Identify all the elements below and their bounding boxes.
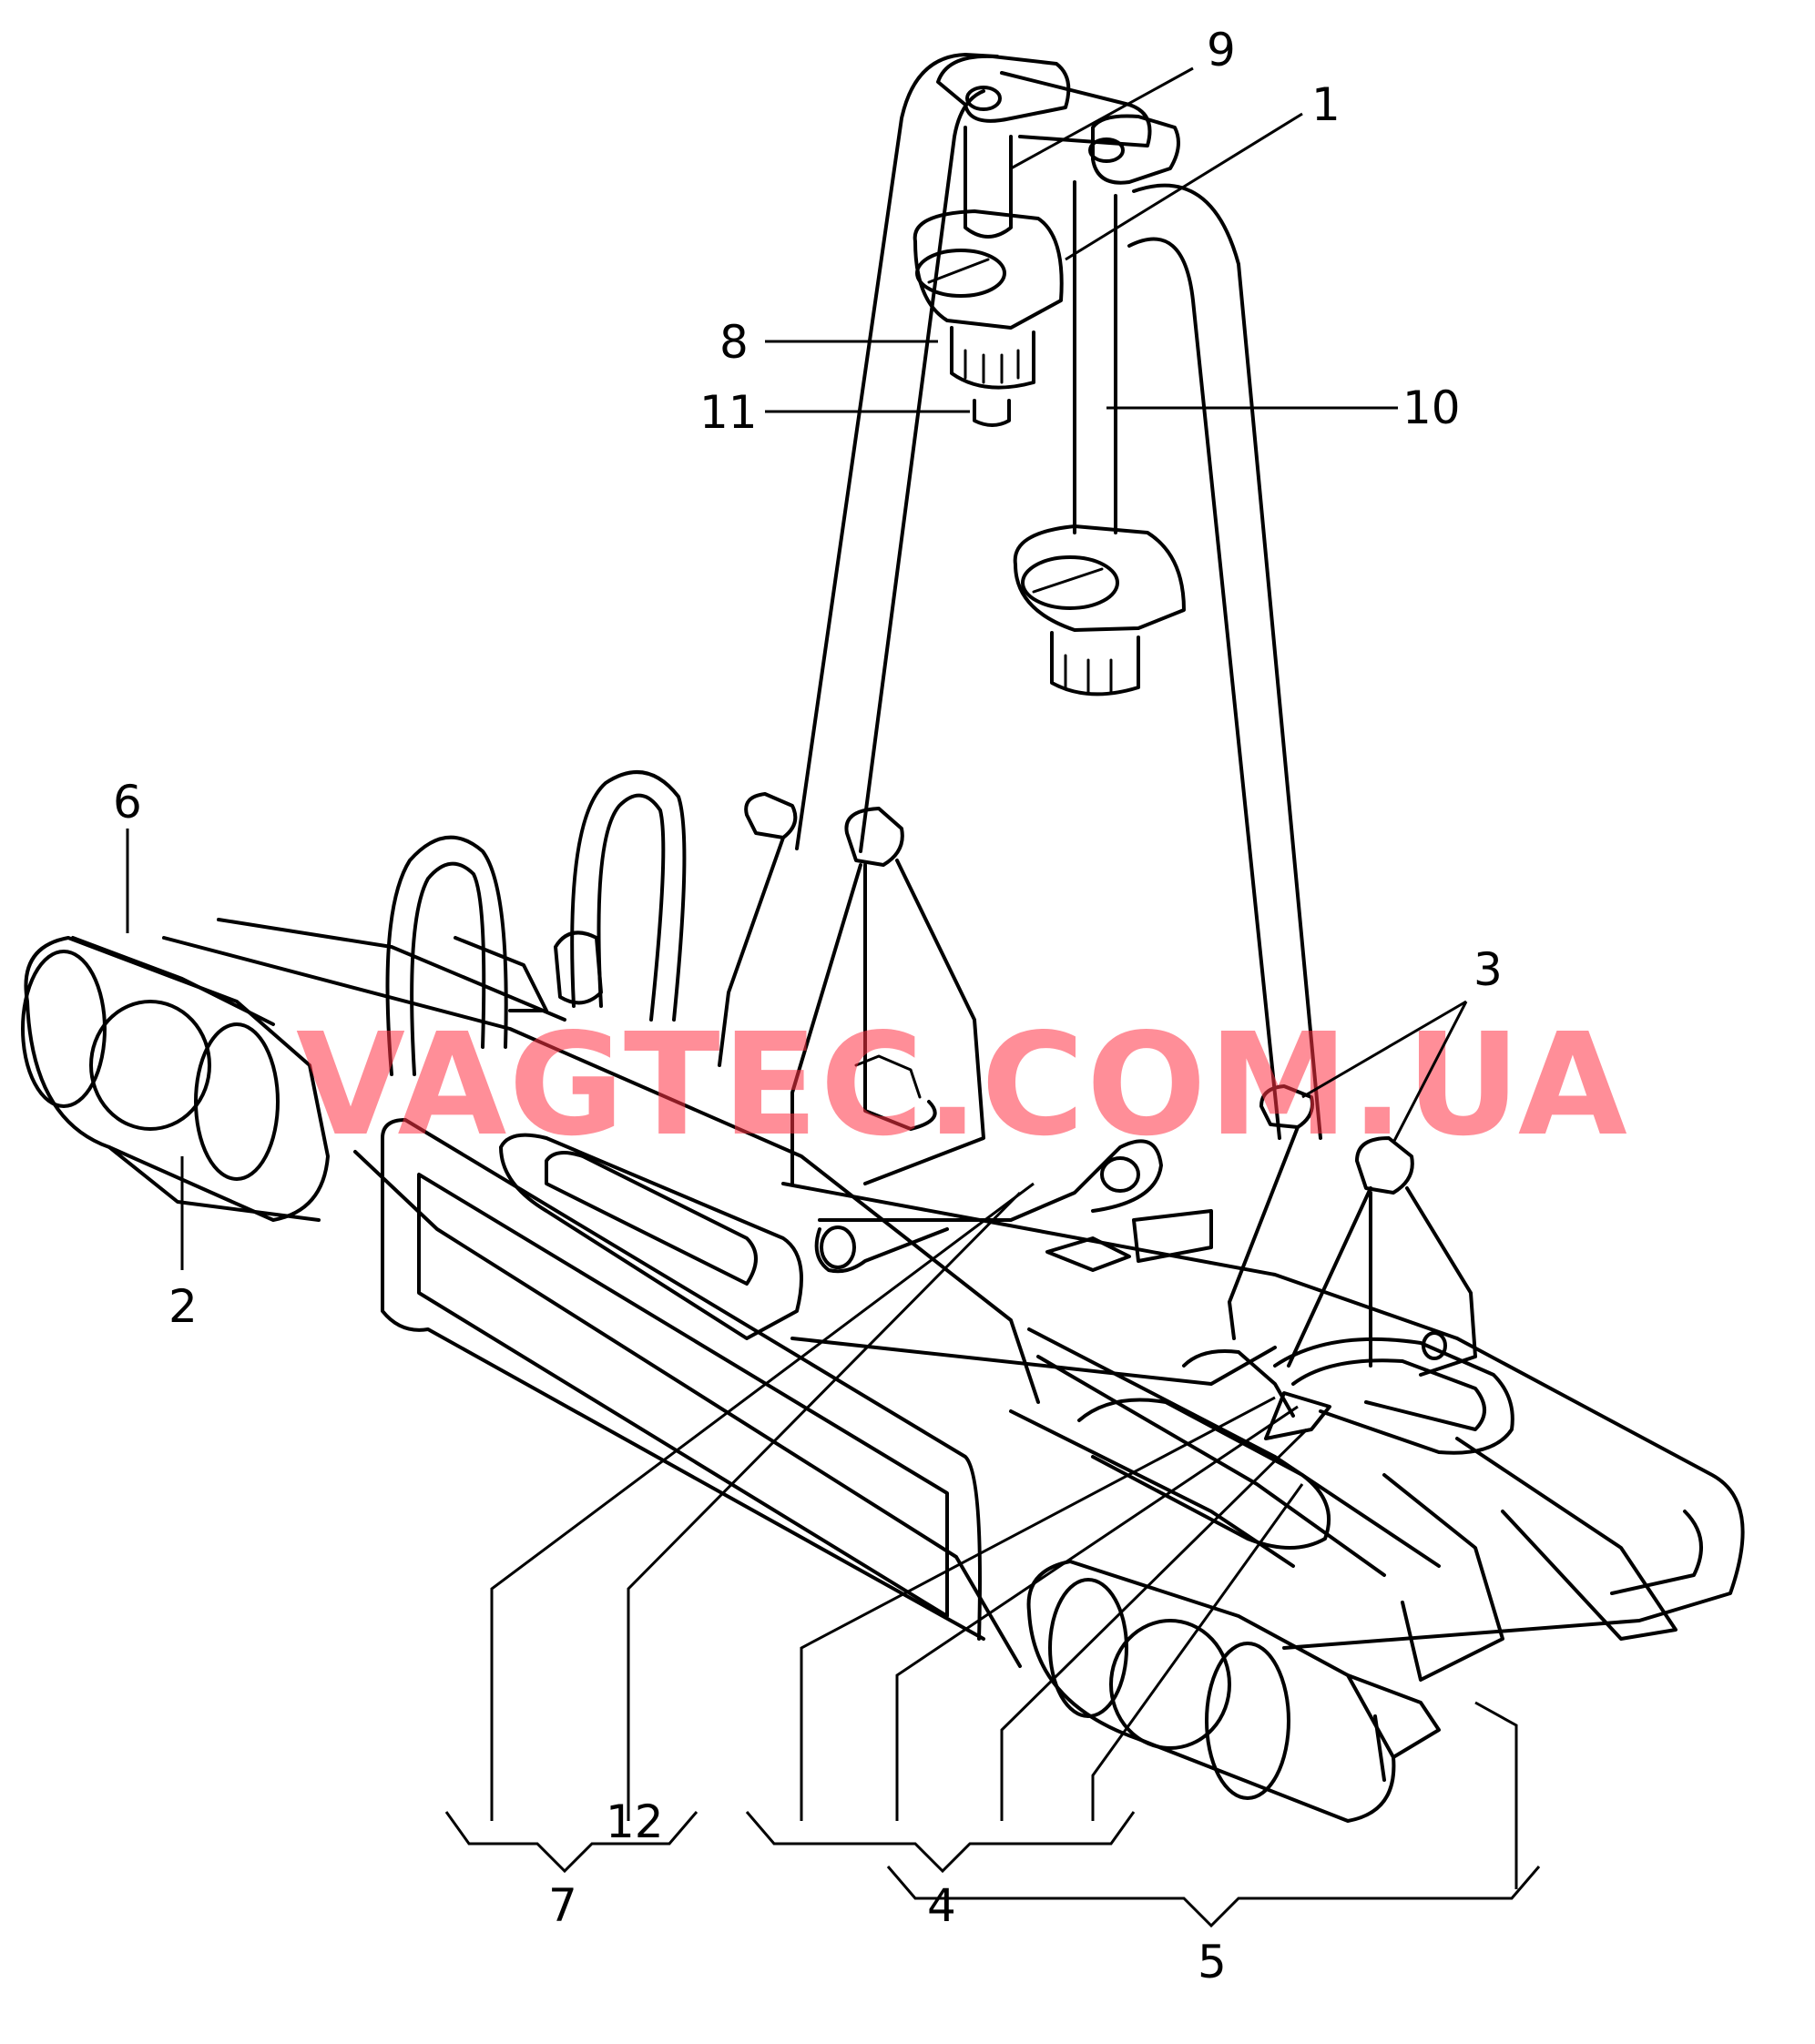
callout-3: 3 bbox=[1473, 943, 1503, 996]
callout-10: 10 bbox=[1402, 381, 1461, 434]
callout-5: 5 bbox=[1198, 1936, 1227, 1988]
callout-labels: 9 1 8 11 10 6 3 2 12 7 4 5 bbox=[113, 24, 1503, 1988]
right-tail-light bbox=[1026, 1560, 1441, 1823]
callout-6: 6 bbox=[113, 776, 142, 829]
left-tension-brackets bbox=[718, 792, 985, 1185]
callout-4: 4 bbox=[927, 1879, 956, 1932]
left-wheel-holders bbox=[385, 770, 687, 1076]
callout-2: 2 bbox=[168, 1280, 198, 1333]
callout-9: 9 bbox=[1207, 24, 1236, 76]
right-wheel-holders bbox=[1009, 1337, 1677, 1682]
leader-lines bbox=[126, 66, 1518, 1889]
callout-8: 8 bbox=[719, 316, 749, 369]
callout-7: 7 bbox=[548, 1879, 577, 1932]
callout-12: 12 bbox=[606, 1795, 664, 1848]
arm-and-lower-clamp bbox=[1013, 180, 1186, 697]
left-tail-light bbox=[21, 936, 330, 1222]
group-braces bbox=[444, 1811, 1541, 1928]
right-tension-brackets bbox=[1228, 1084, 1477, 1377]
watermark-text: VAGTEC.COM.UA bbox=[296, 1002, 1629, 1167]
callout-11: 11 bbox=[699, 386, 758, 439]
upright-frame bbox=[795, 53, 1322, 1140]
callout-1: 1 bbox=[1311, 78, 1341, 131]
